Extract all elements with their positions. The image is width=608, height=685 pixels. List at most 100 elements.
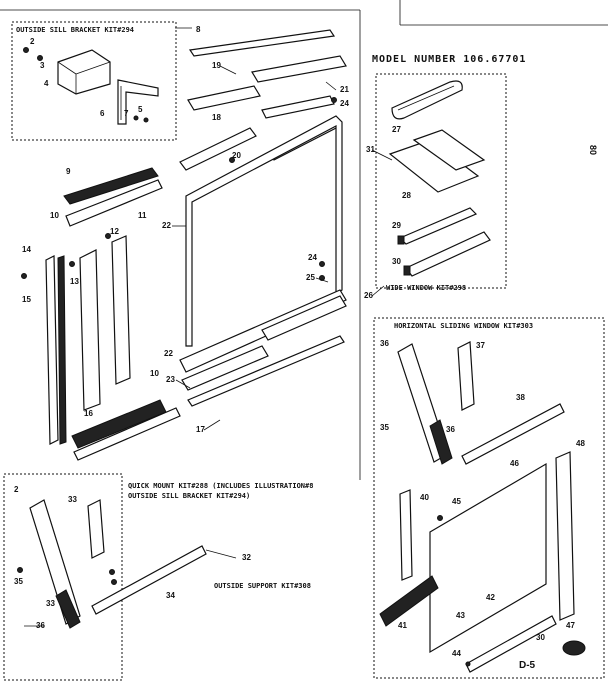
main-parts (21, 29, 347, 461)
label-24: 24 (340, 99, 349, 108)
label-12: 12 (110, 227, 119, 236)
label-6: 6 (100, 109, 105, 118)
label-31: 31 (366, 145, 375, 154)
page-reference: D-5 (519, 660, 536, 671)
label-35b: 35 (380, 423, 389, 432)
support-pad (55, 589, 81, 629)
bottom-rail-piece (261, 295, 347, 341)
side-mark: 80 (588, 145, 598, 155)
filler-panel-2 (412, 129, 486, 171)
wide-channel (398, 207, 478, 245)
label-26: 26 (364, 291, 373, 300)
support-rail (91, 545, 207, 615)
label-36c: 36 (446, 425, 455, 434)
seal-strip-holder (65, 179, 163, 227)
outside-support-kit-title: OUTSIDE SUPPORT KIT#308 (214, 582, 311, 590)
label-21: 21 (340, 85, 349, 94)
filler-panel (388, 139, 480, 193)
label-44: 44 (452, 649, 461, 658)
label-42: 42 (486, 593, 495, 602)
quick-mount-note-2: OUTSIDE SILL BRACKET KIT#294) (128, 492, 250, 500)
slider-side-channel (399, 489, 413, 581)
slider-side-panel (555, 451, 575, 621)
label-23: 23 (166, 375, 175, 384)
slider-pad (429, 419, 453, 465)
label-15: 15 (22, 295, 31, 304)
label-24b: 24 (308, 253, 317, 262)
slider-bracket (457, 341, 475, 411)
cap-icon (562, 640, 586, 656)
wide-window-kit-title: WIDE WINDOW KIT#298 (386, 284, 466, 292)
vertical-channel (45, 255, 59, 445)
washer-icon (143, 117, 149, 123)
slider-bottom-rail (465, 615, 557, 673)
label-29: 29 (392, 221, 401, 230)
slider-foam (379, 575, 439, 627)
label-10b: 10 (150, 369, 159, 378)
bottom-rail-piece (181, 345, 269, 391)
label-37: 37 (476, 341, 485, 350)
label-13: 13 (70, 277, 79, 286)
label-17: 17 (196, 425, 205, 434)
label-19: 19 (212, 61, 221, 70)
label-27: 27 (392, 125, 401, 134)
loop-strap (391, 80, 463, 120)
top-rail (188, 29, 336, 57)
label-20: 20 (232, 151, 241, 160)
side-panel (79, 249, 101, 411)
label-2: 2 (30, 37, 35, 46)
label-48: 48 (576, 439, 585, 448)
outside-sill-bracket-kit-title: OUTSIDE SILL BRACKET KIT#294 (16, 26, 134, 34)
sill-bracket-angle (117, 79, 159, 125)
label-7: 7 (124, 109, 129, 118)
label-2b: 2 (14, 485, 19, 494)
label-18: 18 (212, 113, 221, 122)
label-46: 46 (510, 459, 519, 468)
rail-piece (187, 85, 261, 111)
label-38: 38 (516, 393, 525, 402)
side-panel (111, 235, 131, 385)
label-3: 3 (40, 61, 45, 70)
filler-board (429, 462, 547, 654)
label-30: 30 (392, 257, 401, 266)
horizontal-sliding-kit-title: HORIZONTAL SLIDING WINDOW KIT#303 (394, 322, 533, 330)
label-25: 25 (306, 273, 315, 282)
label-5: 5 (138, 105, 143, 114)
label-8: 8 (196, 25, 201, 34)
callout-labels: 19 21 24 18 20 22 24 25 22 23 9 10 12 11… (14, 25, 585, 658)
label-28: 28 (402, 191, 411, 200)
outside-support-kit: OUTSIDE SUPPORT KIT#308 (3, 473, 311, 681)
label-36: 36 (36, 621, 45, 630)
label-9: 9 (66, 167, 71, 176)
screw-icon (23, 47, 29, 53)
label-35: 35 (14, 577, 23, 586)
label-11: 11 (138, 211, 147, 220)
leader-lines (24, 65, 393, 627)
label-36b: 36 (380, 339, 389, 348)
horizontal-sliding-window-kit: HORIZONTAL SLIDING WINDOW KIT#303 (373, 317, 605, 679)
label-45: 45 (452, 497, 461, 506)
model-number: MODEL NUMBER 106.67701 (372, 54, 526, 65)
label-50: 30 (536, 633, 545, 642)
label-33: 33 (68, 495, 77, 504)
label-41: 41 (398, 621, 407, 630)
quick-mount-note-1: QUICK MOUNT KIT#288 (INCLUDES ILLUSTRATI… (128, 482, 313, 490)
rail-piece (179, 127, 257, 171)
label-34: 34 (166, 591, 175, 600)
label-32: 32 (242, 553, 251, 562)
label-16: 16 (84, 409, 93, 418)
label-33b: 33 (46, 599, 55, 608)
vertical-channel-gasket (57, 255, 67, 445)
support-bracket (87, 499, 105, 559)
label-10: 10 (50, 211, 59, 220)
outside-sill-bracket-kit: OUTSIDE SILL BRACKET KIT#294 (11, 21, 192, 141)
screw-icon (37, 55, 43, 61)
label-47: 47 (566, 621, 575, 630)
label-43: 43 (456, 611, 465, 620)
window-frame (185, 115, 343, 347)
foam-holder (73, 407, 181, 461)
nut-icon (133, 115, 139, 121)
label-14: 14 (22, 245, 31, 254)
wide-window-kit: WIDE WINDOW KIT#298 (375, 73, 507, 292)
